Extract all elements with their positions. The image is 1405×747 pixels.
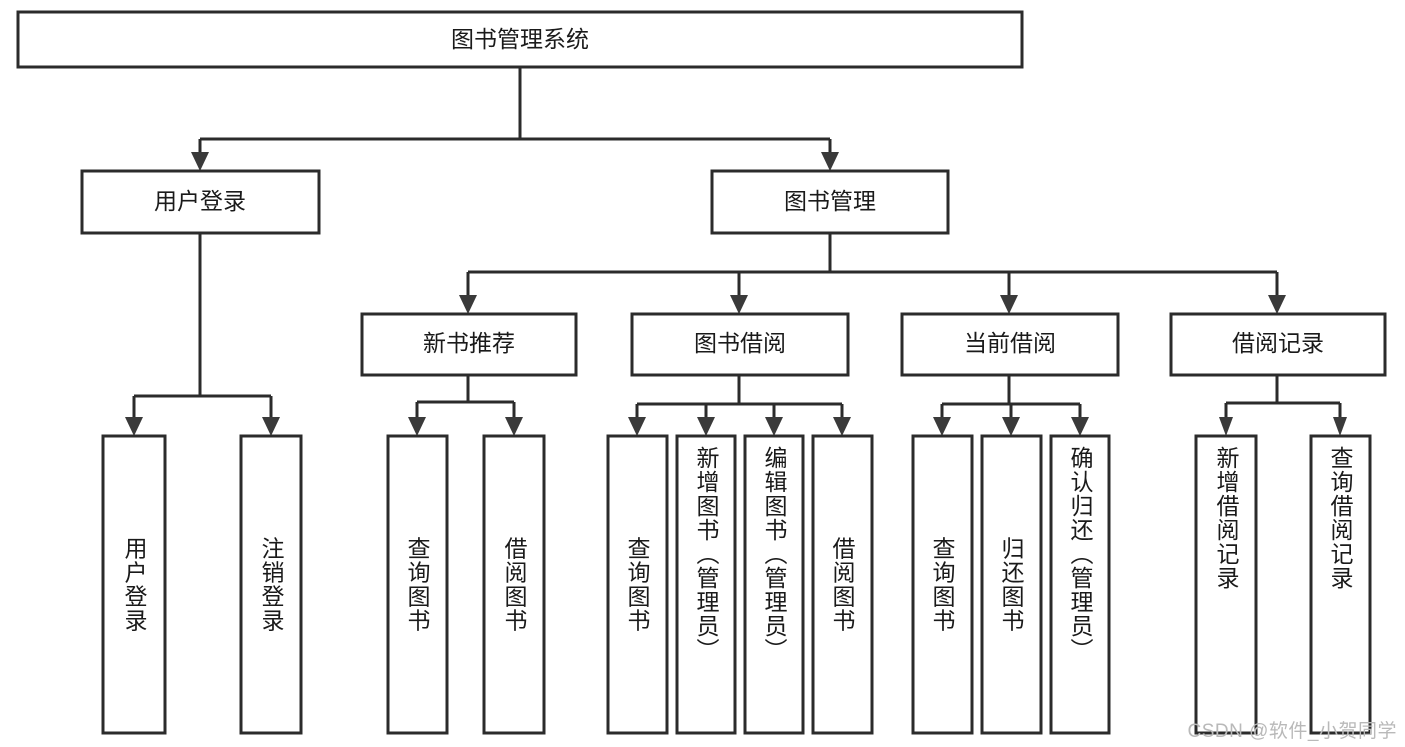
arrow-bb-leaf-2 xyxy=(697,417,715,436)
node-leaf-query-book-bb-label: 查询图书 xyxy=(624,537,651,633)
node-borrow-record[interactable]: 借阅记录 xyxy=(1169,312,1387,377)
arrow-to-leaf-user-login xyxy=(125,417,143,436)
arrow-root-to-book-mgmt xyxy=(821,152,839,171)
node-book-management[interactable]: 图书管理 xyxy=(710,169,950,235)
node-leaf-return-book[interactable]: 归还图书 xyxy=(980,434,1043,735)
arrow-to-new-book-rec xyxy=(459,295,477,314)
node-borrow-record-box[interactable] xyxy=(1169,312,1387,377)
node-user-login-box[interactable] xyxy=(80,169,321,235)
node-user-login[interactable]: 用户登录 xyxy=(80,169,321,235)
node-current-borrow-box[interactable] xyxy=(900,312,1120,377)
arrow-nbr-leaf-1 xyxy=(408,417,426,436)
node-leaf-query-book-bb[interactable]: 查询图书 xyxy=(606,434,669,735)
node-leaf-add-borrow-record-box[interactable] xyxy=(1194,434,1258,735)
node-borrow-record-label: 借阅记录 xyxy=(1232,330,1324,356)
node-book-management-label: 图书管理 xyxy=(784,188,876,214)
node-new-book-recommend[interactable]: 新书推荐 xyxy=(360,312,578,377)
arrow-bb-leaf-3 xyxy=(765,417,783,436)
node-leaf-query-book-nbr-label: 查询图书 xyxy=(404,537,431,633)
node-leaf-confirm-return-admin[interactable]: 确认归还（管理员） xyxy=(1049,434,1111,735)
node-leaf-add-book-admin-box[interactable] xyxy=(675,434,737,735)
node-leaf-borrow-book-nbr-box[interactable] xyxy=(482,434,546,735)
node-leaf-add-book-admin-label: 新增图书（管理员） xyxy=(693,446,720,662)
arrow-to-current-borrow xyxy=(1000,295,1018,314)
node-root-label: 图书管理系统 xyxy=(451,26,589,52)
node-leaf-query-book-bb-box[interactable] xyxy=(606,434,669,735)
arrow-cb-leaf-2 xyxy=(1002,417,1020,436)
node-leaf-query-book-cb-label: 查询图书 xyxy=(929,537,956,633)
node-leaf-add-book-admin[interactable]: 新增图书（管理员） xyxy=(675,434,737,735)
node-user-login-label: 用户登录 xyxy=(154,188,246,214)
node-leaf-user-login-box[interactable] xyxy=(101,434,167,735)
node-leaf-borrow-book-nbr[interactable]: 借阅图书 xyxy=(482,434,546,735)
node-current-borrow-label: 当前借阅 xyxy=(964,330,1056,356)
node-new-book-recommend-label: 新书推荐 xyxy=(423,330,515,356)
arrow-to-leaf-logout xyxy=(262,417,280,436)
arrow-cb-leaf-3 xyxy=(1071,417,1089,436)
arrow-bb-leaf-1 xyxy=(628,417,646,436)
node-leaf-query-book-nbr[interactable]: 查询图书 xyxy=(386,434,449,735)
node-leaf-borrow-book-bb-box[interactable] xyxy=(811,434,874,735)
node-leaf-return-book-label: 归还图书 xyxy=(998,537,1025,633)
node-leaf-confirm-return-admin-label: 确认归还（管理员） xyxy=(1067,446,1094,662)
node-new-book-recommend-box[interactable] xyxy=(360,312,578,377)
arrow-to-borrow-record xyxy=(1268,295,1286,314)
node-leaf-query-borrow-record-box[interactable] xyxy=(1309,434,1372,735)
csdn-watermark: CSDN @软件_小贺同学 xyxy=(1187,721,1397,742)
node-leaf-user-login-label: 用户登录 xyxy=(121,537,148,633)
node-leaf-add-borrow-record[interactable]: 新增借阅记录 xyxy=(1194,434,1258,735)
node-leaf-borrow-book-bb-label: 借阅图书 xyxy=(829,537,856,633)
node-leaf-logout[interactable]: 注销登录 xyxy=(239,434,303,735)
node-leaf-logout-box[interactable] xyxy=(239,434,303,735)
arrow-bb-leaf-4 xyxy=(833,417,851,436)
node-root[interactable]: 图书管理系统 xyxy=(16,10,1024,69)
arrow-cb-leaf-1 xyxy=(933,417,951,436)
node-leaf-edit-book-admin-box[interactable] xyxy=(743,434,805,735)
node-root-box[interactable] xyxy=(16,10,1024,69)
arrow-nbr-leaf-2 xyxy=(505,417,523,436)
node-book-borrow-label: 图书借阅 xyxy=(694,330,786,356)
node-leaf-logout-label: 注销登录 xyxy=(258,537,285,633)
node-book-management-box[interactable] xyxy=(710,169,950,235)
node-leaf-add-borrow-record-label: 新增借阅记录 xyxy=(1213,446,1240,590)
node-leaf-query-borrow-record-label: 查询借阅记录 xyxy=(1327,446,1354,590)
node-leaf-user-login[interactable]: 用户登录 xyxy=(101,434,167,735)
node-leaf-edit-book-admin-label: 编辑图书（管理员） xyxy=(761,446,788,662)
node-leaf-borrow-book-nbr-label: 借阅图书 xyxy=(501,537,528,633)
arrow-br-leaf-2 xyxy=(1333,417,1347,436)
arrow-root-to-user-login xyxy=(191,152,209,171)
node-leaf-borrow-book-bb[interactable]: 借阅图书 xyxy=(811,434,874,735)
node-leaf-query-book-cb-box[interactable] xyxy=(911,434,974,735)
node-current-borrow[interactable]: 当前借阅 xyxy=(900,312,1120,377)
arrow-br-leaf-1 xyxy=(1219,417,1233,436)
node-leaf-return-book-box[interactable] xyxy=(980,434,1043,735)
node-leaf-confirm-return-admin-box[interactable] xyxy=(1049,434,1111,735)
node-leaf-query-borrow-record[interactable]: 查询借阅记录 xyxy=(1309,434,1372,735)
node-leaf-query-book-cb[interactable]: 查询图书 xyxy=(911,434,974,735)
node-book-borrow-box[interactable] xyxy=(630,312,850,377)
connector-layer xyxy=(125,67,1347,436)
node-leaf-edit-book-admin[interactable]: 编辑图书（管理员） xyxy=(743,434,805,735)
node-leaf-query-book-nbr-box[interactable] xyxy=(386,434,449,735)
arrow-to-book-borrow xyxy=(730,295,748,314)
node-book-borrow[interactable]: 图书借阅 xyxy=(630,312,850,377)
